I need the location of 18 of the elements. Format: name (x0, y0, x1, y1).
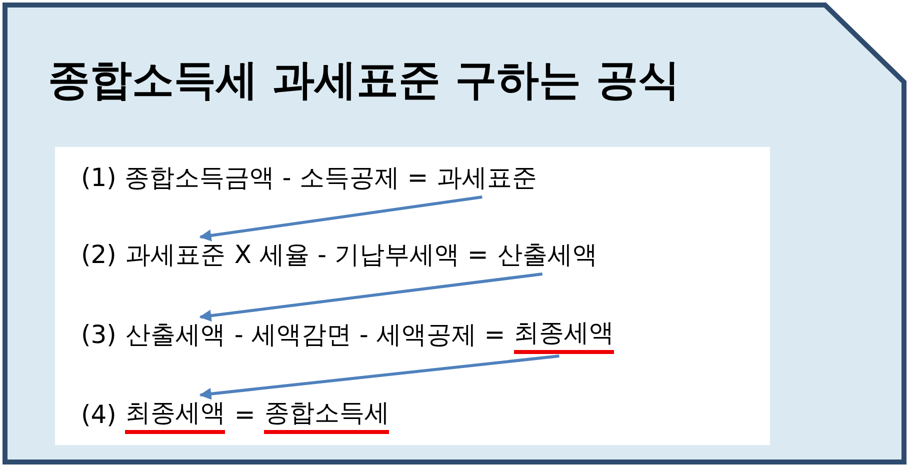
title: 종합소득세 과세표준 구하는 공식 (48, 54, 680, 106)
arrow (199, 354, 560, 400)
formula-text: (4) (81, 399, 116, 431)
formula-term: 최종세액 (125, 396, 226, 434)
formula-text: = (234, 399, 256, 431)
formula-term: 산출세액 (125, 318, 226, 352)
formula-text: 종합소득세 (264, 396, 390, 434)
formula-text: (3) (81, 319, 116, 351)
formula-term: 과세표준 (125, 238, 226, 272)
formula-term: 산출세액 (497, 238, 598, 272)
arrow (199, 272, 542, 322)
formula-text: - 세액감면 - 세액공제 = (234, 319, 506, 351)
formula-text: X 세율 - 기납부세액 = (234, 239, 488, 271)
formula-term: 과세표준 (437, 161, 538, 195)
arrow (199, 196, 482, 242)
formula-text: (2) (81, 239, 116, 271)
formula-term: 최종세액 (514, 316, 614, 354)
formula-text: (1) 종합소득금액 - 소득공제 = (81, 162, 428, 194)
